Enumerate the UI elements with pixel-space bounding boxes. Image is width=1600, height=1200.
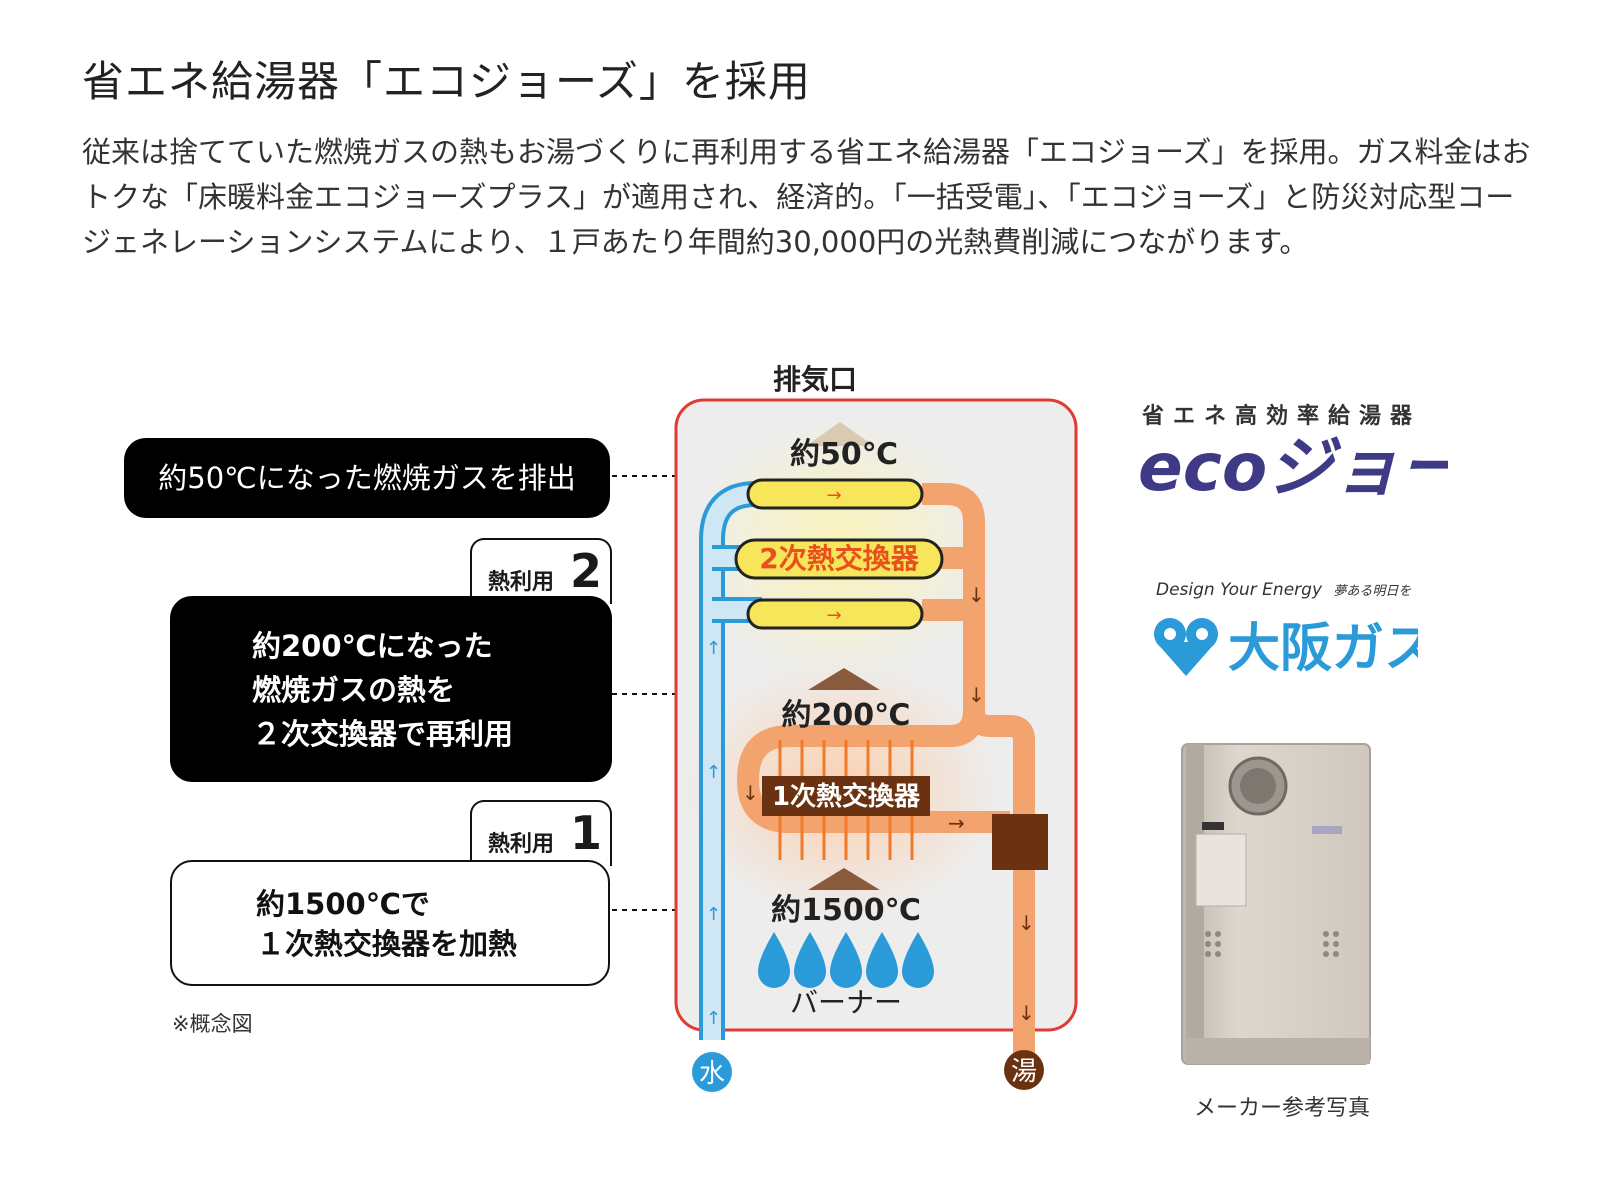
callout-reuse-line: 燃焼ガスの熱を <box>252 673 456 707</box>
page-title: 省エネ給湯器「エコジョーズ」を採用 <box>82 57 811 106</box>
product-side <box>1186 744 1204 1064</box>
heat-rise-arrow-icon <box>808 668 880 690</box>
ecojozu-logo-text: ecoジョーズ <box>1138 429 1448 506</box>
mixing-valve-box <box>992 814 1048 870</box>
osaka-gas-tagline-ja: 夢ある明日を <box>1333 584 1412 599</box>
up-arrow-icon: ↑ <box>706 904 721 925</box>
product-label-plate <box>1195 833 1247 907</box>
callout-reuse-line: 約200℃になった <box>252 629 493 663</box>
concept-note: ※概念図 <box>172 1012 253 1036</box>
heat-use-2-tab: 熱利用 2 <box>470 538 612 604</box>
callout-reuse-line: ２次交換器で再利用 <box>252 717 514 751</box>
down-arrow-icon: ↓ <box>968 583 985 607</box>
maker-photo-caption: メーカー参考写真 <box>1194 1096 1371 1121</box>
flow-arrow-icon: → <box>826 605 841 626</box>
flow-arrow-icon: → <box>826 485 841 506</box>
secondary-exchanger-core <box>734 538 944 580</box>
product-indicator <box>1202 822 1224 830</box>
product-base <box>1186 1038 1370 1064</box>
water-inlet-label: 水 <box>699 1059 725 1089</box>
down-arrow-icon: ↓ <box>968 683 985 707</box>
heat-rise-arrow-icon <box>808 868 880 890</box>
osaka-gas-tagline: Design Your Energy 夢ある明日を <box>1156 580 1411 600</box>
up-arrow-icon: ↑ <box>706 1008 721 1029</box>
product-badge <box>1312 826 1342 834</box>
flame-icon <box>794 932 826 988</box>
heat-use-label: 熱利用 <box>488 570 555 595</box>
down-arrow-icon: ↓ <box>1018 911 1035 935</box>
hot-water-outlet-badge <box>1004 1050 1044 1090</box>
hot-water-outlet-label: 湯 <box>1011 1057 1037 1087</box>
primary-exchanger-label: 1次熱交換器 <box>772 781 921 812</box>
secondary-exchanger-label: 2次熱交換器 <box>759 542 919 575</box>
callout-heat-line: １次熱交換器を加熱 <box>256 927 518 961</box>
outlet-label: 排気口 <box>773 363 857 396</box>
secondary-exchanger-tube <box>746 478 924 510</box>
ecojozu-logo: ecoジョーズ <box>1138 429 1448 506</box>
osaka-gas-logo: 大阪ガス <box>1154 618 1418 679</box>
water-heater-product-image <box>1181 743 1371 1065</box>
temp-50-label: 約50℃ <box>790 437 898 472</box>
burner-flames <box>758 932 934 988</box>
product-exhaust-vent-inner <box>1240 768 1276 804</box>
primary-exchanger-box <box>762 776 930 816</box>
down-arrow-icon: ↓ <box>1018 1001 1035 1025</box>
burner-label: バーナー <box>790 986 902 1019</box>
osaka-gas-mark-icon <box>1164 628 1176 640</box>
down-arrow-icon: ↓ <box>742 781 759 805</box>
flame-icon <box>830 932 862 988</box>
flame-icon <box>902 932 934 988</box>
product-vent-holes <box>1205 931 1339 957</box>
heat-use-number: 2 <box>570 544 603 598</box>
ecojozu-tagline: 省エネ高効率給湯器 <box>1142 404 1422 429</box>
right-arrow-icon: → <box>948 811 965 835</box>
callout-heat: 約1500℃で １次熱交換器を加熱 <box>170 860 610 986</box>
heat-use-label: 熱利用 <box>488 832 555 857</box>
up-arrow-icon: ↑ <box>706 762 721 783</box>
osaka-gas-mark-icon <box>1156 642 1216 676</box>
water-inlet-badge <box>692 1052 732 1092</box>
heat-use-number: 1 <box>570 806 603 860</box>
flame-icon <box>866 932 898 988</box>
callout-exhaust: 約50℃になった燃焼ガスを排出 <box>124 438 610 518</box>
osaka-gas-name: 大阪ガス <box>1228 619 1418 679</box>
up-arrow-icon: ↑ <box>706 638 721 659</box>
water-heater-diagram: 排気口 2次熱交換器 → → 約50℃ ↓ ↓ ↓ ↓ ↓ → ↑ ↑ ↑ ↑ … <box>674 363 1078 1092</box>
callout-heat-line: 約1500℃で <box>256 887 430 921</box>
heat-use-1-tab: 熱利用 1 <box>470 800 612 866</box>
exhaust-arrow-icon <box>806 422 874 446</box>
temp-1500-label: 約1500℃ <box>771 893 921 928</box>
description-paragraph: 従来は捨てていた燃焼ガスの熱もお湯づくりに再利用する省エネ給湯器「エコジョーズ」… <box>82 135 1531 259</box>
flame-icon <box>758 932 790 988</box>
callout-reuse: 約200℃になった 燃焼ガスの熱を ２次交換器で再利用 <box>170 596 612 782</box>
secondary-exchanger-tube <box>746 598 924 630</box>
osaka-gas-mark-icon <box>1196 628 1208 640</box>
osaka-gas-tagline-en: Design Your Energy <box>1156 580 1322 600</box>
temp-200-label: 約200℃ <box>782 698 911 733</box>
